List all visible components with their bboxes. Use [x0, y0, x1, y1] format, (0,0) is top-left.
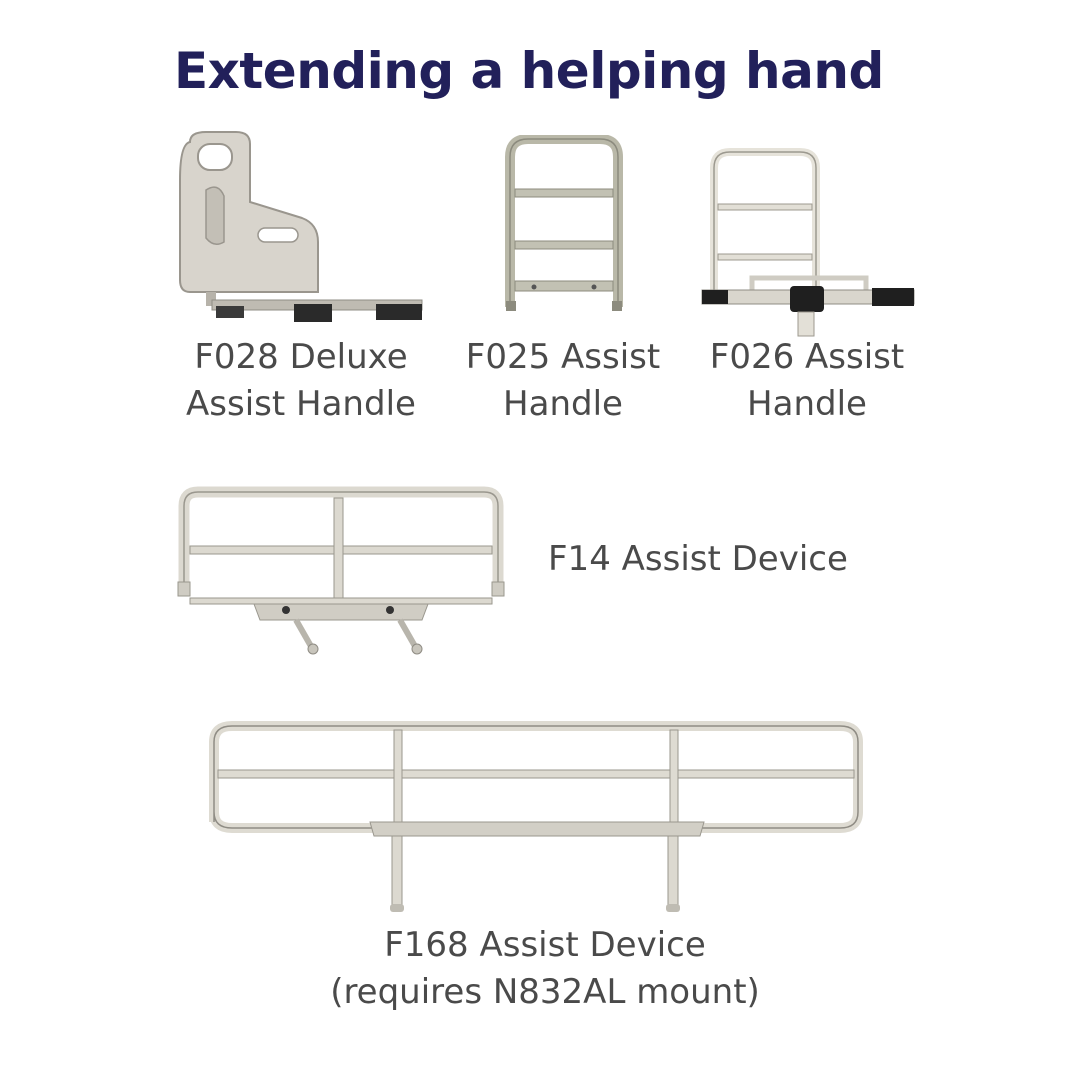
- deluxe-assist-handle-image: [179, 131, 423, 322]
- caption-line: Handle: [503, 384, 623, 424]
- product-caption-f028: F028 Deluxe Assist Handle: [176, 334, 426, 428]
- product-caption-f026: F026 Assist Handle: [694, 334, 920, 428]
- caption-line: F168 Assist Device: [384, 925, 706, 965]
- product-caption-f14: F14 Assist Device: [548, 536, 848, 583]
- long-assist-device-image: [209, 721, 863, 912]
- assist-handle-image: [505, 135, 623, 311]
- assist-device-image: [177, 486, 505, 655]
- product-caption-f025: F025 Assist Handle: [450, 334, 676, 428]
- caption-line: F026 Assist: [709, 337, 905, 377]
- page-title: Extending a helping hand: [174, 42, 884, 100]
- caption-line: F025 Assist: [465, 337, 661, 377]
- caption-line: (requires N832AL mount): [330, 972, 760, 1012]
- caption-line: Handle: [747, 384, 867, 424]
- caption-line: Assist Handle: [186, 384, 416, 424]
- caption-line: F028 Deluxe: [194, 337, 408, 377]
- assist-handle-with-mount-image: [701, 148, 915, 337]
- caption-line: F14 Assist Device: [548, 539, 848, 579]
- product-caption-f168: F168 Assist Device (requires N832AL moun…: [260, 922, 830, 1016]
